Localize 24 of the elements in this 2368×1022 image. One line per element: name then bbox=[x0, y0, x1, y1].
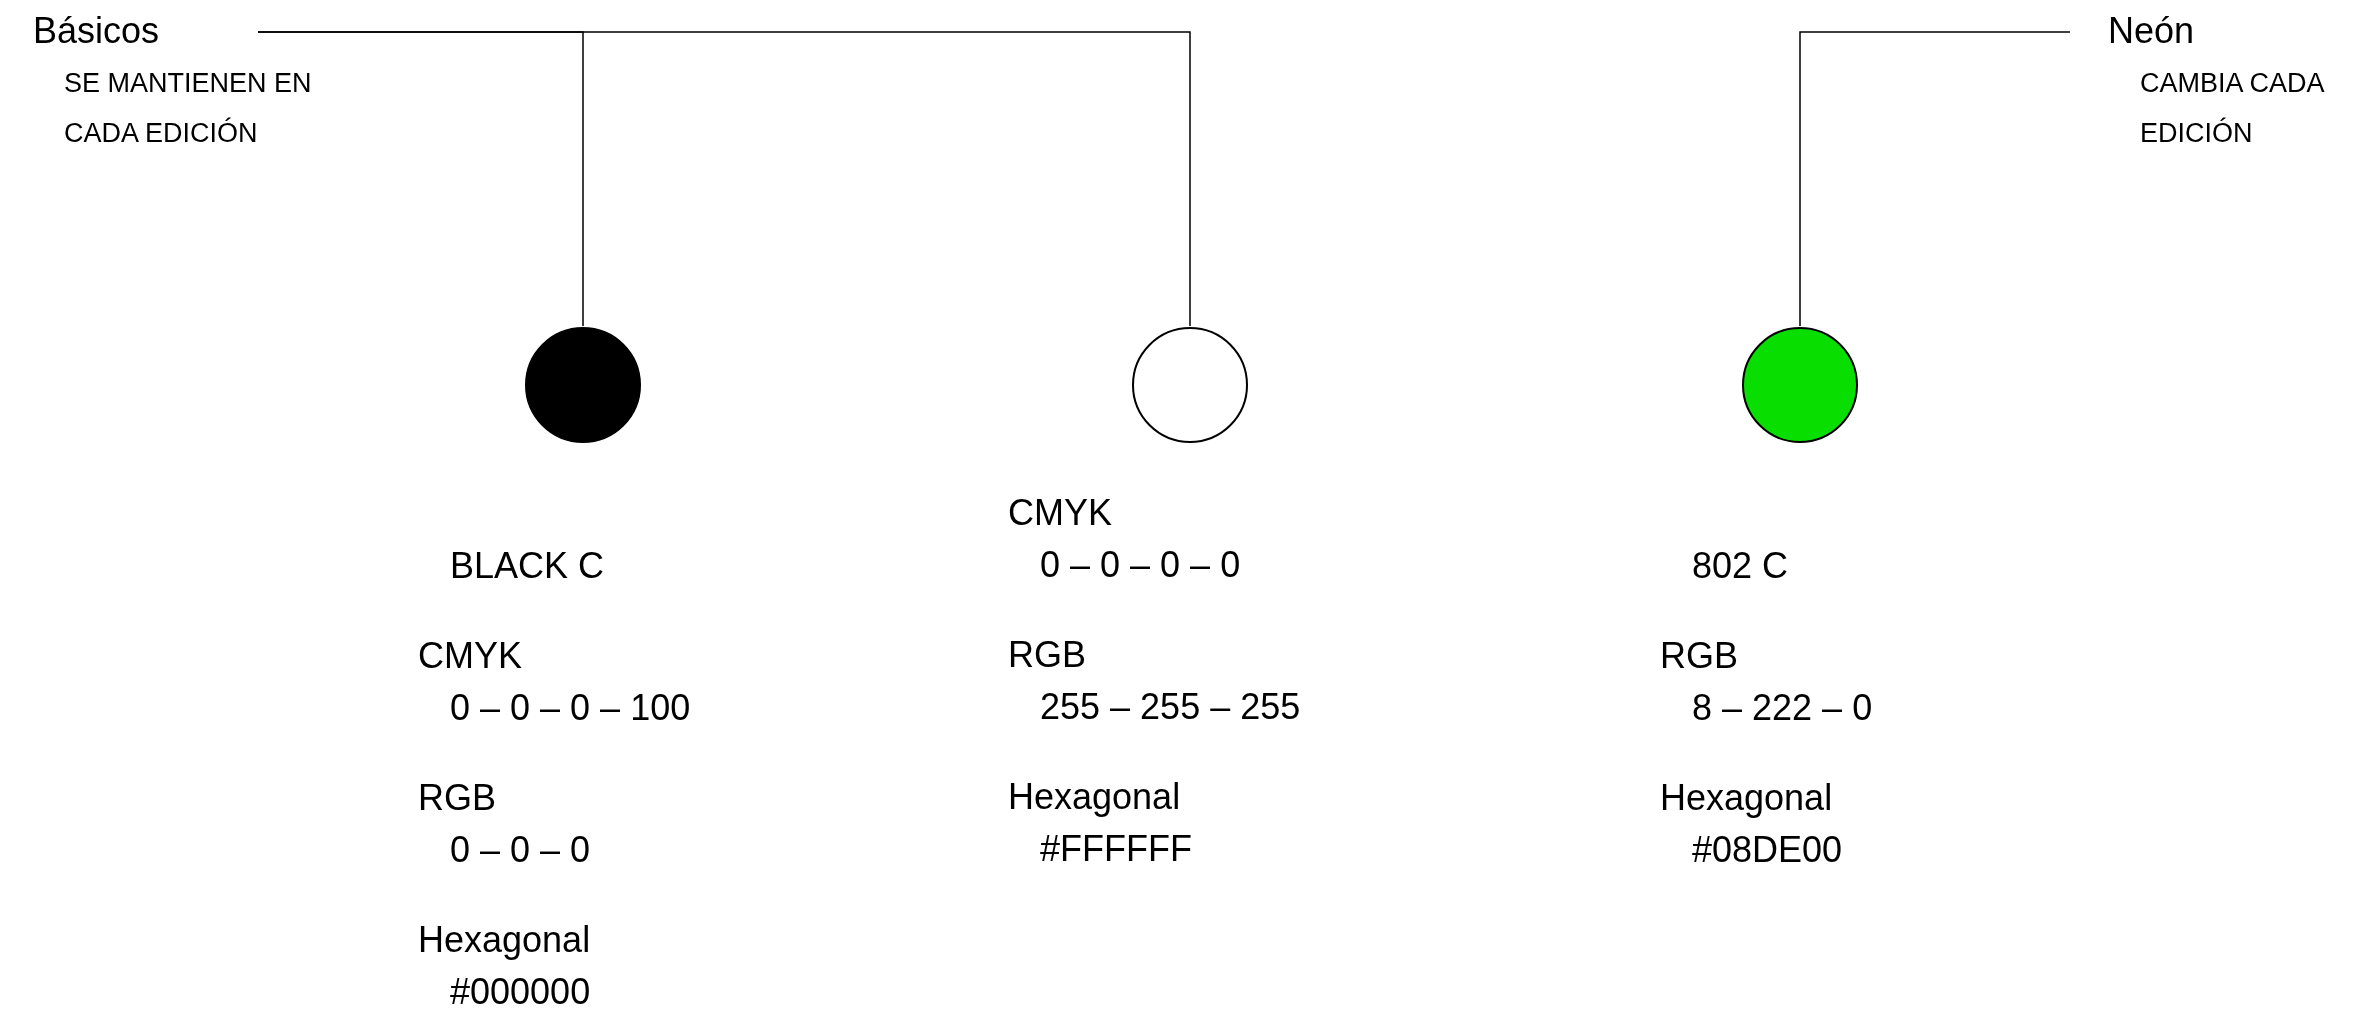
spec-heading: RGB bbox=[418, 777, 496, 819]
spec-value: #000000 bbox=[450, 971, 591, 1013]
spec-heading: Hexagonal bbox=[1660, 777, 1833, 819]
leader-line bbox=[257, 31, 1191, 327]
spec-value: 802 C bbox=[1692, 545, 1789, 587]
group-note: SE MANTIENEN EN CADA EDICIÓN bbox=[64, 67, 313, 150]
spec-heading: RGB bbox=[1008, 634, 1086, 676]
spec-value: 0 – 0 – 0 – 0 bbox=[1040, 544, 1241, 586]
spec-value: 0 – 0 – 0 – 100 bbox=[450, 687, 691, 729]
spec-value: 0 – 0 – 0 bbox=[450, 829, 591, 871]
spec-heading: CMYK bbox=[1008, 492, 1112, 534]
group-heading: Básicos bbox=[33, 10, 161, 52]
spec-value: BLACK C bbox=[450, 545, 605, 587]
spec-value: 255 – 255 – 255 bbox=[1040, 686, 1301, 728]
spec-heading: CMYK bbox=[418, 635, 522, 677]
leader-line bbox=[1799, 31, 2071, 327]
spec-value: #08DE00 bbox=[1692, 829, 1843, 871]
spec-value: 8 – 222 – 0 bbox=[1692, 687, 1873, 729]
group-heading: Neón bbox=[2108, 10, 2196, 52]
group-note: CAMBIA CADA EDICIÓN bbox=[2140, 67, 2325, 150]
spec-value: #FFFFFF bbox=[1040, 828, 1192, 870]
spec-heading: Hexagonal bbox=[418, 919, 591, 961]
spec-heading: Hexagonal bbox=[1008, 776, 1181, 818]
spec-heading: RGB bbox=[1660, 635, 1738, 677]
